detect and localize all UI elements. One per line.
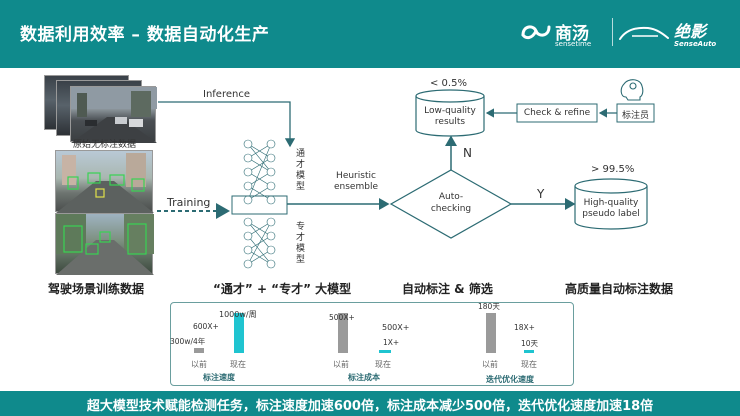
driving-data-caption: 驾驶场景训练数据 (48, 282, 145, 296)
inference-arrow (158, 101, 296, 148)
annotator-head-icon (620, 79, 644, 101)
metrics-panel (170, 302, 574, 386)
annotator-label: 标注员 (621, 111, 649, 121)
specialist-model-network (243, 217, 276, 269)
high-quality-caption: 高质量自动标注数据 (565, 282, 674, 296)
cost-before-value: 500X+ (329, 313, 355, 322)
speed-factor: 600X+ (193, 322, 219, 331)
iteration-after-bar (524, 350, 534, 353)
inference-label: Inference (203, 89, 250, 100)
iteration-after-value: 10天 (521, 339, 539, 348)
y-label: Y (537, 187, 545, 201)
footer-bar: 超大模型技术赋能检测任务，标注速度加速600倍，标注成本减少500倍，迭代优化速… (0, 391, 740, 416)
general-model-network (243, 139, 276, 205)
sensetime-sub: sensetime (555, 40, 592, 48)
street-scene-image (71, 87, 157, 143)
high-quality-cylinder (574, 178, 648, 230)
training-photo-bottom (55, 213, 154, 275)
speed-before-value: 300w/4年 (170, 337, 206, 346)
training-label: Training (167, 196, 211, 209)
high-quality-percent: > 99.5% (591, 164, 635, 175)
cost-after-label: 现在 (375, 360, 391, 369)
general-model-label: 通才模型 (296, 149, 306, 192)
sensetime-logo: 商汤 sensetime (520, 18, 610, 50)
heuristic-ensemble-label: Heuristic ensemble (334, 171, 378, 192)
speed-before-bar (194, 348, 204, 353)
footer-summary: 超大模型技术赋能检测任务，标注速度加速600倍，标注成本减少500倍，迭代优化速… (86, 399, 654, 414)
iteration-before-label: 以前 (482, 360, 498, 369)
iteration-factor: 18X+ (514, 323, 535, 332)
n-label: N (463, 146, 472, 160)
car-icon (619, 26, 669, 40)
labeled-scene-image (56, 153, 154, 213)
labeled-scene-image-2 (56, 214, 154, 275)
sensetime-name: 商汤 (555, 24, 589, 44)
low-quality-percent: < 0.5% (430, 78, 467, 89)
cost-after-value: 1X+ (383, 338, 400, 347)
speed-title: 标注速度 (203, 373, 235, 382)
specialist-model-label: 专才模型 (296, 222, 306, 265)
low-quality-cylinder (415, 89, 485, 137)
speed-after-value: 1000w/周 (219, 310, 257, 319)
senseauto-name: 绝影 (674, 22, 707, 41)
logo-divider (612, 18, 613, 46)
page-title: 数据利用效率 – 数据自动化生产 (20, 25, 270, 45)
speed-before-label: 以前 (191, 360, 207, 369)
high-quality-label: High-quality pseudo label (582, 198, 640, 219)
iteration-before-bar (486, 313, 496, 353)
speed-after-bar (234, 313, 244, 353)
cost-factor: 500X+ (382, 323, 410, 332)
auto-caption: 自动标注 & 筛选 (402, 282, 493, 296)
unlabeled-data-caption: 原始无标注数据 (73, 140, 137, 150)
iteration-after-label: 现在 (521, 360, 537, 369)
low-quality-label: Low-quality results (424, 106, 476, 127)
auto-checking-label: Auto-checking (430, 192, 472, 214)
speed-after-label: 现在 (230, 360, 246, 369)
senseauto-sub: SenseAuto (674, 40, 717, 48)
cost-after-bar (379, 350, 391, 353)
check-refine-label: Check & refine (523, 108, 591, 118)
sensetime-logo-icon (521, 25, 551, 40)
model-caption: “通才” + “专才” 大模型 (213, 282, 352, 296)
iteration-before-value: 180天 (478, 302, 500, 311)
cost-before-bar (338, 313, 348, 353)
auto-checking-diamond (389, 169, 513, 239)
training-photo-top (55, 150, 154, 213)
iteration-title: 迭代优化速度 (486, 375, 534, 384)
cost-title: 标注成本 (348, 373, 380, 382)
title-bar: 数据利用效率 – 数据自动化生产 商汤 sensetime 绝影 SenseAu… (0, 0, 740, 68)
model-box (231, 195, 288, 215)
unlabeled-photo-front (70, 86, 157, 143)
cost-before-label: 以前 (333, 360, 349, 369)
senseauto-logo: 绝影 SenseAuto (618, 18, 718, 50)
